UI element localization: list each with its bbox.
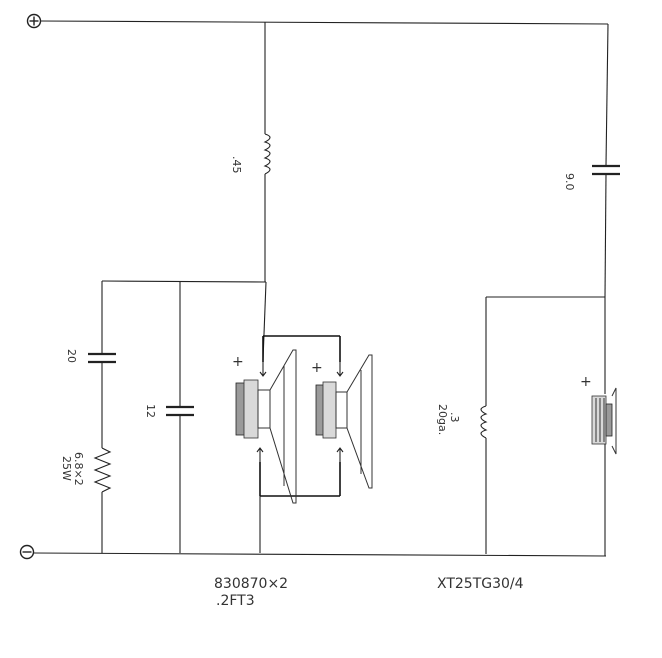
woofer-inductor: .45 [230, 22, 271, 282]
negative-bus [33, 552, 607, 557]
tweeter-capacitor: 9.0 [563, 23, 620, 298]
woofer-2: + [311, 354, 373, 489]
negative-terminal [19, 544, 35, 560]
woofer-model-label: 830870×2 [214, 576, 288, 592]
zobel-resistor-power: 25W [60, 456, 73, 481]
tweeter-model-label: XT25TG30/4 [437, 576, 524, 592]
woofer-volume-label: .2FT3 [216, 593, 255, 609]
positive-bus [39, 20, 609, 25]
zobel-resistor-value: 6.8×2 [72, 452, 85, 486]
woofer-2-polarity: + [311, 360, 323, 376]
tweeter-inductor-gauge: 20ga. [436, 404, 449, 435]
shunt-capacitor: 12 [144, 281, 194, 553]
tweeter-polarity: + [580, 374, 592, 390]
tweeter: + [580, 297, 617, 556]
woofer-1: + [232, 349, 297, 504]
tweeter-capacitor-label: 9.0 [563, 173, 576, 191]
woofer-parallel-wiring [259, 335, 341, 553]
woofer-inductor-label: .45 [230, 156, 243, 174]
zobel-resistor: 6.8×2 25W [60, 447, 112, 553]
zobel-capacitor-label: 20 [65, 349, 78, 363]
woofer-1-polarity: + [232, 354, 244, 370]
positive-terminal [26, 13, 42, 29]
tweeter-inductor-value: .3 [448, 412, 461, 423]
woofer-node-wire [101, 280, 267, 361]
shunt-capacitor-label: 12 [144, 404, 157, 418]
zobel-capacitor: 20 [65, 281, 116, 448]
tweeter-inductor: .3 20ga. [436, 297, 488, 554]
